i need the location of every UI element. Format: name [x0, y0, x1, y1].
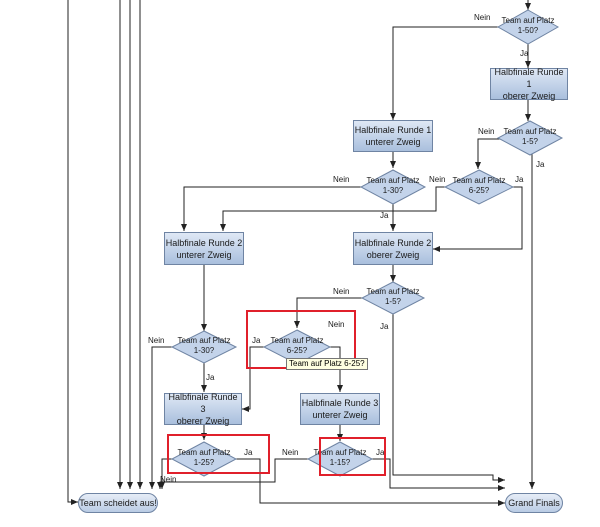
box-halbfinale-r3-unterer-zweig[interactable]: Halbfinale Runde 3 unterer Zweig: [300, 393, 380, 425]
box-line2: unterer Zweig: [176, 249, 232, 260]
decision-diamond-1-5-top: [496, 120, 564, 156]
box-line2: unterer Zweig: [312, 410, 368, 420]
edge-label-nein: Nein: [429, 175, 446, 184]
box-line1: Halbfinale Runde 1: [354, 125, 432, 135]
edge-label-nein: Nein: [474, 13, 491, 22]
connector: [220, 186, 450, 231]
edge-label-nein: Nein: [282, 448, 299, 457]
decision-diamond-1-30-a: [359, 169, 427, 205]
edge-label-ja: Ja: [252, 336, 261, 345]
box-line1: Halbfinale Runde 3: [301, 398, 379, 408]
connector: [157, 458, 308, 489]
connector: [242, 346, 264, 412]
edge-label-ja: Ja: [536, 160, 545, 169]
box-line1: Halbfinale Runde 2: [354, 237, 432, 248]
edge-label-ja: Ja: [244, 448, 253, 457]
box-line1: Halbfinale Runde 2: [165, 237, 243, 248]
box-halbfinale-r2-unterer-zweig[interactable]: Halbfinale Runde 2 unterer Zweig: [164, 232, 244, 265]
decision-diamond-1-15: [306, 441, 374, 477]
connector: [149, 346, 172, 489]
box-line1: Halbfinale Runde 1: [494, 67, 564, 89]
edge-label-nein: Nein: [148, 336, 165, 345]
edge-label-ja: Ja: [380, 211, 389, 220]
edge-label-ja: Ja: [515, 175, 524, 184]
terminal-grand-finals[interactable]: Grand Finals: [505, 493, 563, 513]
decision-diamond-1-30-b: [170, 330, 238, 364]
connector: [392, 314, 505, 483]
edge-label-nein: Nein: [333, 287, 350, 296]
decision-diamond-1-25: [170, 441, 238, 477]
decision-diamond-1-50: [496, 9, 560, 45]
connector: [330, 346, 343, 392]
decision-diamond-6-25-a: [443, 169, 515, 205]
box-line2: unterer Zweig: [365, 137, 421, 147]
highlight-rectangle: [167, 434, 270, 474]
highlight-rectangle: [319, 437, 386, 476]
box-line2: oberer Zweig: [366, 249, 420, 260]
edge-label-ja: Ja: [380, 322, 389, 331]
edge-label-nein: Nein: [333, 175, 350, 184]
connector: [181, 186, 363, 231]
box-line2: oberer Zweig: [502, 91, 556, 101]
connector: [294, 297, 362, 328]
connector: [433, 186, 523, 252]
connector: [67, 0, 78, 505]
box-halbfinale-r1-unterer-zweig[interactable]: Halbfinale Runde 1 unterer Zweig: [353, 120, 433, 152]
edge-label-nein: Nein: [478, 127, 495, 136]
box-line2: oberer Zweig: [176, 416, 230, 426]
box-halbfinale-r3-oberer-zweig[interactable]: Halbfinale Runde 3 oberer Zweig: [164, 392, 242, 426]
edge-label-nein: Nein: [160, 475, 177, 484]
edge-label-ja: Ja: [376, 448, 385, 457]
box-halbfinale-r1-oberer-zweig[interactable]: Halbfinale Runde 1 oberer Zweig: [490, 67, 568, 101]
edge-label-nein: Nein: [328, 320, 345, 329]
edge-label-ja: Ja: [206, 373, 215, 382]
connector: [475, 138, 502, 169]
terminal-team-scheidet-aus[interactable]: Team scheidet aus!: [78, 493, 158, 513]
box-line1: Halbfinale Runde 3: [168, 392, 238, 414]
edge-label-ja: Ja: [520, 49, 529, 58]
connector: [390, 26, 500, 120]
connector: [372, 458, 505, 491]
hover-tooltip: Team auf Platz 6-25?: [286, 358, 368, 370]
connector: [236, 458, 505, 506]
box-halbfinale-r2-oberer-zweig[interactable]: Halbfinale Runde 2 oberer Zweig: [353, 232, 433, 265]
decision-diamond-1-5-mid: [360, 281, 426, 315]
